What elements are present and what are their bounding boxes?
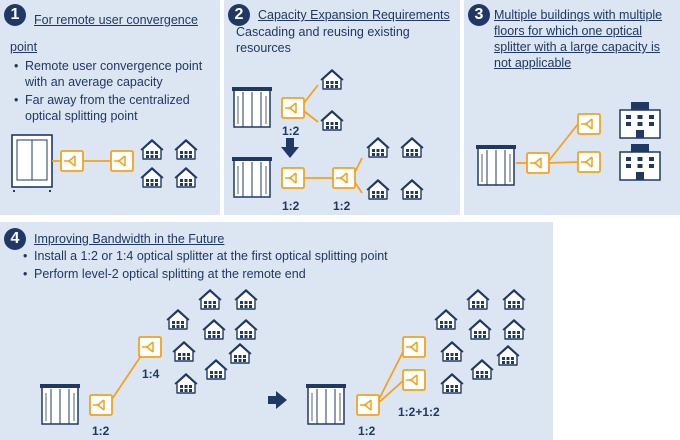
house-icon xyxy=(468,319,492,340)
house-icon xyxy=(470,359,494,380)
step-number-3: 3 xyxy=(468,4,490,26)
optical-splitter-icon xyxy=(332,167,356,189)
optical-splitter-icon xyxy=(281,167,305,189)
house-icon xyxy=(320,69,344,90)
house-icon xyxy=(234,319,258,340)
optical-splitter-icon xyxy=(526,152,550,174)
cabinet-icon xyxy=(231,86,273,128)
panel4-ratio-left-bottom: 1:2 xyxy=(92,424,110,438)
house-icon xyxy=(502,289,526,310)
panel4-artwork-before xyxy=(39,289,258,425)
house-icon xyxy=(466,289,490,310)
panel2-ratio-top: 1:2 xyxy=(282,124,300,138)
building-icon xyxy=(619,143,661,181)
house-icon xyxy=(166,309,190,330)
panel3-artwork xyxy=(475,101,661,186)
panel4-ratio-right-top: 1:2+1:2 xyxy=(398,405,440,419)
panel3-title: Multiple buildings with multiple floors … xyxy=(494,8,663,70)
panel2-ratio-bottom-left: 1:2 xyxy=(282,199,300,213)
building-icon xyxy=(619,101,661,139)
panel4-title: Improving Bandwidth in the Future xyxy=(34,232,225,246)
cabinet-icon xyxy=(11,134,53,192)
panel4-bullet-1: Install a 1:2 or 1:4 optical splitter at… xyxy=(23,248,534,264)
house-icon xyxy=(204,359,228,380)
house-icon xyxy=(496,345,520,366)
house-icon xyxy=(400,137,424,158)
arrow-right-icon xyxy=(268,391,287,409)
panel4-ratio-left-top: 1:4 xyxy=(142,367,160,381)
panel4-artwork-after xyxy=(305,289,526,425)
panel1-artwork xyxy=(11,134,198,192)
panel1-bullet-1: Remote user convergence point with an av… xyxy=(14,58,217,90)
house-icon xyxy=(228,343,252,364)
house-icon xyxy=(198,289,222,310)
house-icon xyxy=(366,179,390,200)
house-icon xyxy=(172,341,196,362)
optical-splitter-icon xyxy=(356,394,380,416)
step-number-1: 1 xyxy=(4,4,26,26)
panel2-ratio-bottom-right: 1:2 xyxy=(333,199,351,213)
optical-splitter-icon xyxy=(402,336,426,358)
house-icon xyxy=(140,167,164,188)
panel2-artwork xyxy=(231,69,424,200)
step-number-2: 2 xyxy=(228,4,250,26)
house-icon xyxy=(174,167,198,188)
house-icon xyxy=(174,373,198,394)
cabinet-icon xyxy=(305,383,347,425)
house-icon xyxy=(400,179,424,200)
house-icon xyxy=(502,319,526,340)
optical-splitter-icon xyxy=(138,336,162,358)
house-icon xyxy=(234,289,258,310)
house-icon xyxy=(434,309,458,330)
arrow-down-icon xyxy=(281,138,299,158)
optical-splitter-icon xyxy=(60,150,84,172)
optical-splitter-icon xyxy=(110,150,134,172)
house-icon xyxy=(174,139,198,160)
panel1-bullet-2: Far away from the centralized optical sp… xyxy=(14,92,217,124)
step-number-4: 4 xyxy=(4,228,26,250)
panel4-bullet-2: Perform level-2 optical splitting at the… xyxy=(23,266,534,282)
panel2-title: Capacity Expansion Requirements xyxy=(258,8,450,22)
cabinet-icon xyxy=(39,383,81,425)
house-icon xyxy=(202,319,226,340)
panel2-subtitle: Cascading and reusing existing resources xyxy=(236,25,410,55)
optical-splitter-icon xyxy=(577,113,601,135)
house-icon xyxy=(366,137,390,158)
optical-splitter-icon xyxy=(402,369,426,391)
cabinet-icon xyxy=(475,144,517,186)
house-icon xyxy=(320,110,344,131)
optical-splitter-icon xyxy=(281,97,305,119)
optical-splitter-icon xyxy=(89,394,113,416)
cabinet-icon xyxy=(231,156,273,198)
panel4-ratio-right-bottom: 1:2 xyxy=(358,424,376,438)
house-icon xyxy=(440,373,464,394)
optical-splitter-icon xyxy=(577,151,601,173)
panel1-title: For remote user convergence point xyxy=(10,13,198,54)
house-icon xyxy=(440,341,464,362)
house-icon xyxy=(140,139,164,160)
